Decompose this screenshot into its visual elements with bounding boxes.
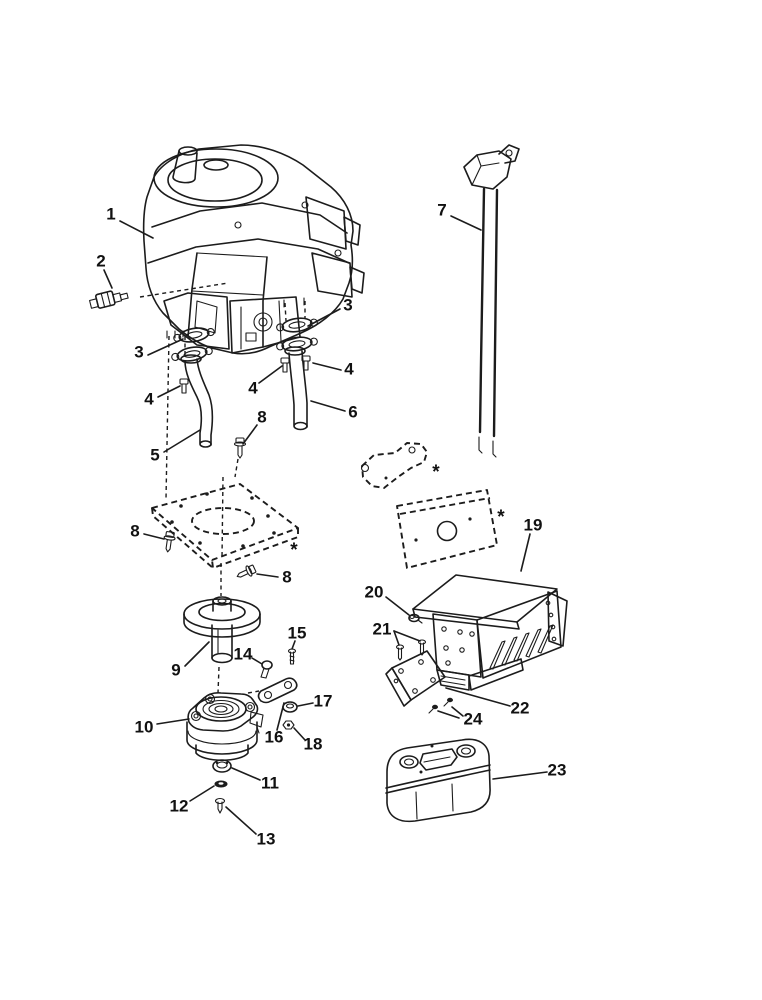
leader-line xyxy=(520,533,531,572)
part-label-7: 7 xyxy=(437,200,446,219)
leader-line xyxy=(143,533,165,540)
asterisk-mark: * xyxy=(497,507,505,528)
part-label-1: 1 xyxy=(106,204,115,223)
part-label-4: 4 xyxy=(248,378,258,397)
spark-plug xyxy=(89,290,129,309)
leader-line xyxy=(393,630,400,646)
callout-layer: 1233444567888910111213141516171819202122… xyxy=(96,200,566,848)
part-label-17: 17 xyxy=(314,691,333,710)
screw xyxy=(408,613,423,624)
part-label-15: 15 xyxy=(288,623,307,642)
leader-line xyxy=(307,308,341,327)
exhaust-pipe-right xyxy=(284,346,308,431)
exhaust-pipe-left xyxy=(180,354,214,448)
leader-line xyxy=(189,785,215,802)
asterisk-mark: * xyxy=(432,462,440,483)
alignment-lines xyxy=(165,301,306,694)
part-label-18: 18 xyxy=(304,734,323,753)
leader-line xyxy=(445,687,511,707)
leader-line xyxy=(147,338,184,356)
flange-nut xyxy=(282,701,298,713)
asterisk-mark: * xyxy=(290,540,298,561)
bracket-reference xyxy=(360,442,428,489)
muffler xyxy=(385,738,491,823)
screw xyxy=(287,648,297,665)
part-label-22: 22 xyxy=(511,698,530,717)
leader-line xyxy=(119,220,154,239)
leader-line xyxy=(492,771,548,780)
exhaust-gasket xyxy=(276,317,318,333)
part-label-23: 23 xyxy=(548,760,567,779)
shield-bracket xyxy=(385,650,446,707)
part-label-12: 12 xyxy=(170,796,189,815)
leader-line xyxy=(291,640,296,650)
part-label-19: 19 xyxy=(524,515,543,534)
part-label-5: 5 xyxy=(150,445,159,464)
part-label-11: 11 xyxy=(261,773,279,792)
mounting-plate-reference xyxy=(151,483,299,569)
part-label-4: 4 xyxy=(344,359,354,378)
screw xyxy=(443,697,453,707)
leader-line xyxy=(242,424,258,445)
part-label-3: 3 xyxy=(134,342,143,361)
part-label-10: 10 xyxy=(135,717,154,736)
plate-reference xyxy=(396,489,498,569)
washer xyxy=(214,780,228,788)
leader-line xyxy=(276,702,285,731)
leader-line xyxy=(163,429,201,453)
screw xyxy=(395,644,405,661)
leader-line xyxy=(437,710,460,719)
bolt xyxy=(214,797,226,814)
part-label-4: 4 xyxy=(144,389,154,408)
leader-line xyxy=(157,385,181,398)
screw xyxy=(233,437,247,459)
leader-line xyxy=(310,400,346,412)
part-label-9: 9 xyxy=(171,660,180,679)
part-label-8: 8 xyxy=(257,407,266,426)
leader-line xyxy=(450,215,482,231)
leader-line xyxy=(231,767,261,781)
leader-line xyxy=(393,630,421,642)
bolt xyxy=(260,660,273,679)
clutch-strap xyxy=(257,677,298,704)
flange-nut xyxy=(212,759,232,773)
heat-shield xyxy=(412,574,568,691)
part-label-16: 16 xyxy=(265,727,284,746)
manifold-bolt xyxy=(280,357,290,373)
leader-line xyxy=(451,706,464,717)
leader-line xyxy=(156,718,190,725)
leader-line xyxy=(184,641,210,667)
leader-line xyxy=(258,365,283,384)
leader-line xyxy=(385,596,410,616)
nut xyxy=(282,720,295,730)
leader-line xyxy=(293,727,306,741)
part-label-8: 8 xyxy=(282,567,291,586)
screw xyxy=(236,564,257,578)
engine xyxy=(142,144,365,355)
exhaust-gasket xyxy=(276,336,318,352)
leader-line xyxy=(103,269,113,289)
pulley xyxy=(183,596,261,664)
part-label-3: 3 xyxy=(343,295,352,314)
leader-line xyxy=(225,806,257,835)
manifold-bolt xyxy=(179,378,189,394)
part-label-24: 24 xyxy=(464,709,483,728)
screw xyxy=(428,704,438,714)
leader-line xyxy=(256,573,279,578)
part-label-21: 21 xyxy=(373,619,392,638)
leader-line xyxy=(251,657,263,665)
part-label-6: 6 xyxy=(348,402,357,421)
wiring-harness xyxy=(463,144,520,458)
part-label-14: 14 xyxy=(234,644,253,663)
part-label-8: 8 xyxy=(130,521,139,540)
electric-clutch xyxy=(186,692,264,762)
part-label-2: 2 xyxy=(96,251,105,270)
screw xyxy=(163,531,176,553)
leader-line xyxy=(312,362,342,371)
leader-line xyxy=(297,702,314,707)
part-label-13: 13 xyxy=(257,829,276,848)
part-label-20: 20 xyxy=(365,582,384,601)
